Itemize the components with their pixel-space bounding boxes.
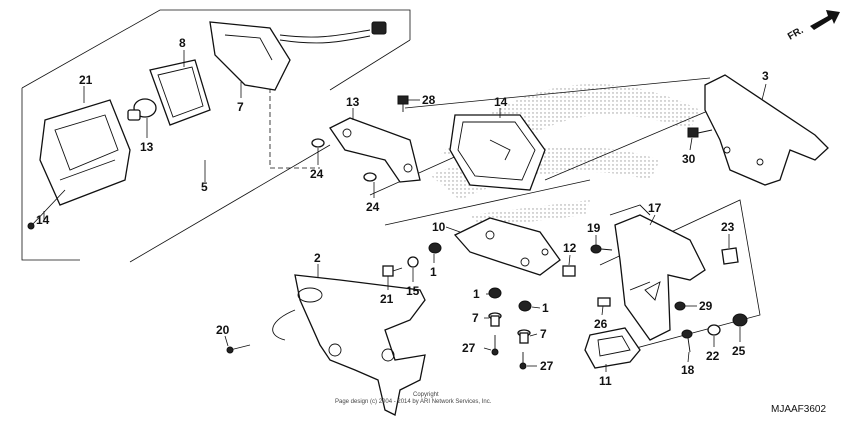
part-bolt-30 (687, 127, 713, 138)
part-license-lamp-housing (449, 114, 546, 191)
part-bolt-26 (597, 297, 611, 307)
part-screw-18 (27, 189, 66, 230)
part-bolt-20 (226, 344, 251, 354)
callout-6: 7 (237, 100, 244, 114)
part-grommet-15 (407, 256, 419, 268)
callout-19: 19 (587, 221, 601, 235)
callout-7b: 7 (540, 327, 547, 341)
callout-5: 21 (79, 73, 93, 87)
part-wire-harness (272, 309, 296, 341)
callout-17: 18 (681, 363, 695, 377)
callout-22: 22 (706, 349, 720, 363)
callout-23: 23 (721, 220, 735, 234)
callout-27b: 27 (540, 359, 554, 373)
callout-29: 29 (699, 299, 713, 313)
callout-1a: 1 (430, 265, 437, 279)
callout-7a: 7 (472, 311, 479, 325)
part-nut-23 (721, 247, 739, 265)
callout-9: 10 (432, 220, 446, 234)
arrow-icon (810, 10, 840, 30)
tail-light-assembly-frame (21, 9, 411, 263)
part-bulb (127, 98, 157, 121)
callout-11: 13 (140, 140, 154, 154)
copyright-line2: Page design (c) 2004 - 2014 by ARI Netwo… (335, 399, 492, 405)
callout-4: 5 (201, 180, 208, 194)
part-bolts-27 (491, 335, 527, 370)
callout-8: 8 (179, 36, 186, 50)
part-washers-24 (311, 138, 377, 182)
footer-text: Copyright Page design (c) 2004 - 2014 by… (335, 392, 826, 415)
part-bolt-21 (382, 265, 403, 277)
callout-28: 28 (422, 93, 436, 107)
part-gasket (149, 59, 211, 126)
part-bracket-9 (453, 217, 561, 276)
front-direction-indicator: FR. (786, 10, 840, 43)
part-lens (39, 99, 131, 206)
callout-25: 25 (732, 344, 746, 358)
callout-1b: 1 (473, 287, 480, 301)
callout-21: 21 (380, 292, 394, 306)
callout-16: 17 (648, 201, 662, 215)
callout-14: 14 (494, 95, 508, 109)
part-bracket-13 (329, 117, 421, 183)
callout-2: 2 (314, 251, 321, 265)
part-socket-housing (209, 21, 387, 91)
callout-labels: 21 13 8 7 5 14 24 24 13 28 14 10 1 15 21… (36, 36, 769, 388)
part-bracket-3 (704, 74, 829, 186)
callout-10: 11 (599, 374, 612, 388)
callout-18: 14 (36, 213, 50, 227)
callout-24b: 24 (366, 200, 380, 214)
callout-30: 30 (682, 152, 696, 166)
callout-12: 12 (563, 241, 577, 255)
callout-leaders (43, 50, 767, 372)
part-reflector (584, 327, 641, 369)
copyright-line1: Copyright (413, 392, 439, 398)
part-grommets-1 (428, 242, 532, 312)
fr-label: FR. (786, 25, 806, 43)
part-license-bracket-16 (609, 204, 706, 341)
part-nut-12 (562, 265, 576, 277)
part-rear-fender (294, 274, 426, 416)
callout-20: 20 (216, 323, 230, 337)
part-collars-7 (488, 312, 531, 344)
part-nut-25 (732, 313, 748, 327)
callout-3: 3 (762, 69, 769, 83)
diagram-code: MJAAF3602 (771, 404, 826, 415)
callout-27a: 27 (462, 341, 476, 355)
callout-15: 15 (406, 284, 420, 298)
callout-1c: 1 (542, 301, 549, 315)
part-bolt-29 (674, 301, 686, 311)
callout-24a: 24 (310, 167, 324, 181)
callout-13: 13 (346, 95, 360, 109)
part-washer-22 (707, 324, 721, 336)
part-bolt-19 (590, 244, 613, 254)
part-bolt-17 (681, 329, 693, 353)
callout-26: 26 (594, 317, 608, 331)
part-bolt-28 (397, 95, 409, 112)
